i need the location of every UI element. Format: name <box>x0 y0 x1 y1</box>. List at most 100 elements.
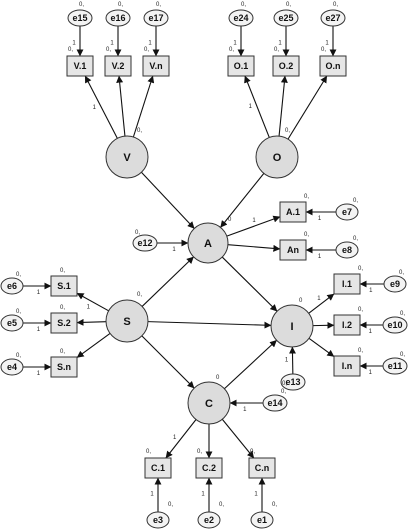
path-s-to-s1 <box>76 292 109 312</box>
indicator-an-label: An <box>287 245 299 255</box>
error-e3-label: e3 <box>153 515 163 525</box>
path-e27-to-on-coef: 1 <box>325 41 329 47</box>
error-e24-label: e24 <box>233 13 248 23</box>
indicator-an-variance: 0, <box>304 232 309 238</box>
error-e12-node <box>132 234 158 252</box>
indicator-i1-variance: 0, <box>358 266 363 272</box>
path-c-to-cn <box>221 418 255 459</box>
error-e8-node <box>335 241 359 259</box>
error-e14-node <box>262 394 288 412</box>
error-e6-node <box>0 277 24 295</box>
indicator-c2-variance: 0, <box>197 449 202 455</box>
indicator-cn-label: C.n <box>255 463 270 473</box>
indicator-o1-variance: 0, <box>229 47 234 53</box>
error-e11-label: e11 <box>388 361 403 371</box>
indicator-i1-label: I.1 <box>342 279 352 289</box>
latent-s-label: S <box>123 316 130 328</box>
error-e1-node <box>250 511 274 529</box>
error-e17-variance: 0, <box>156 2 161 8</box>
error-e14-label: e14 <box>267 398 282 408</box>
path-v-to-v1-coef: 1 <box>93 105 97 111</box>
indicator-vn-label: V.n <box>149 61 162 71</box>
path-s-to-a <box>141 256 194 307</box>
error-e15-label: e15 <box>72 13 87 23</box>
error-e9-node <box>383 275 407 293</box>
indicator-sn-label: S.n <box>57 362 71 372</box>
error-e17-node <box>143 9 169 27</box>
path-s-to-i <box>147 321 272 329</box>
latent-a-variance: 0 <box>228 217 232 223</box>
error-e24-variance: 0, <box>241 2 246 8</box>
path-e8-to-an-coef: 1 <box>318 254 322 260</box>
latent-i-label: I <box>290 321 293 333</box>
path-e11-to-in-coef: 1 <box>369 370 373 376</box>
indicator-vn-node <box>142 55 170 77</box>
indicator-o1-label: O.1 <box>234 61 249 71</box>
indicator-o2-label: O.2 <box>279 61 294 71</box>
path-o-to-on <box>287 75 328 140</box>
error-e13-node <box>280 373 306 391</box>
path-e15-to-v1-coef: 1 <box>72 41 76 47</box>
error-e14-variance: 0, <box>281 389 286 395</box>
indicator-o1-node <box>227 55 255 77</box>
error-e3-node <box>146 511 170 529</box>
indicator-an-node <box>279 239 307 261</box>
path-e14-to-c-coef: 1 <box>243 407 247 413</box>
latent-o-label: O <box>273 152 282 164</box>
error-e13-label: e13 <box>285 377 300 387</box>
path-v-to-vn <box>132 75 155 138</box>
path-i-to-i1 <box>308 293 335 314</box>
error-e5-variance: 0, <box>16 309 21 315</box>
nodes-layer <box>0 9 408 529</box>
indicator-vn-variance: 0, <box>144 47 149 53</box>
path-e25-to-o2-coef: 1 <box>278 41 282 47</box>
path-v-to-v1 <box>84 75 118 139</box>
path-e7-to-a1-coef: 1 <box>318 216 322 222</box>
indicator-a1-label: A.1 <box>286 207 300 217</box>
path-c-to-c1-coef: 1 <box>173 435 177 441</box>
path-e4-to-sn-coef: 1 <box>37 371 41 377</box>
indicator-in-node <box>333 355 361 377</box>
indicator-c1-node <box>144 457 172 479</box>
error-e17-label: e17 <box>148 13 163 23</box>
path-s-to-sn <box>76 332 111 358</box>
error-e4-variance: 0, <box>16 353 21 359</box>
latent-s-variance: 0, <box>137 292 142 298</box>
indicator-cn-variance: 0, <box>250 449 255 455</box>
indicator-s2-node <box>50 312 78 334</box>
path-s-to-c <box>141 335 195 389</box>
path-i-to-in <box>308 337 335 357</box>
error-e12-variance: 0, <box>135 230 140 236</box>
error-e1-label: e1 <box>257 515 267 525</box>
latent-c-node <box>187 381 231 425</box>
indicator-v2-variance: 0, <box>106 47 111 53</box>
indicator-s1-variance: 0, <box>60 268 65 274</box>
error-e4-node <box>0 358 24 376</box>
path-e16-to-v2-coef: 1 <box>110 41 114 47</box>
error-e9-variance: 0, <box>399 270 404 276</box>
path-s-to-s2 <box>76 318 107 326</box>
indicator-v2-label: V.2 <box>112 61 125 71</box>
latent-c-variance: 0 <box>216 375 220 381</box>
path-a-to-i <box>221 256 278 312</box>
error-e16-label: e16 <box>110 13 125 23</box>
path-i-to-i1-coef: 1 <box>317 296 321 302</box>
latent-c-label: C <box>205 398 213 410</box>
indicator-in-label: I.n <box>342 361 353 371</box>
error-e6-variance: 0, <box>16 272 21 278</box>
error-e16-node <box>105 9 131 27</box>
error-e10-label: e10 <box>387 320 402 330</box>
indicator-cn-node <box>248 457 276 479</box>
indicator-o2-variance: 0, <box>274 47 279 53</box>
error-e15-node <box>67 9 93 27</box>
latent-i-node <box>270 304 314 348</box>
error-e2-label: e2 <box>204 515 214 525</box>
path-e1-to-cn-coef: 1 <box>254 491 258 497</box>
path-a-to-a1 <box>226 215 281 237</box>
path-e10-to-i2-coef: 1 <box>369 329 373 335</box>
error-e8-variance: 0, <box>353 236 358 242</box>
indicator-o2-node <box>272 55 300 77</box>
indicator-sn-variance: 0, <box>60 349 65 355</box>
path-e9-to-i1-coef: 1 <box>369 288 373 294</box>
